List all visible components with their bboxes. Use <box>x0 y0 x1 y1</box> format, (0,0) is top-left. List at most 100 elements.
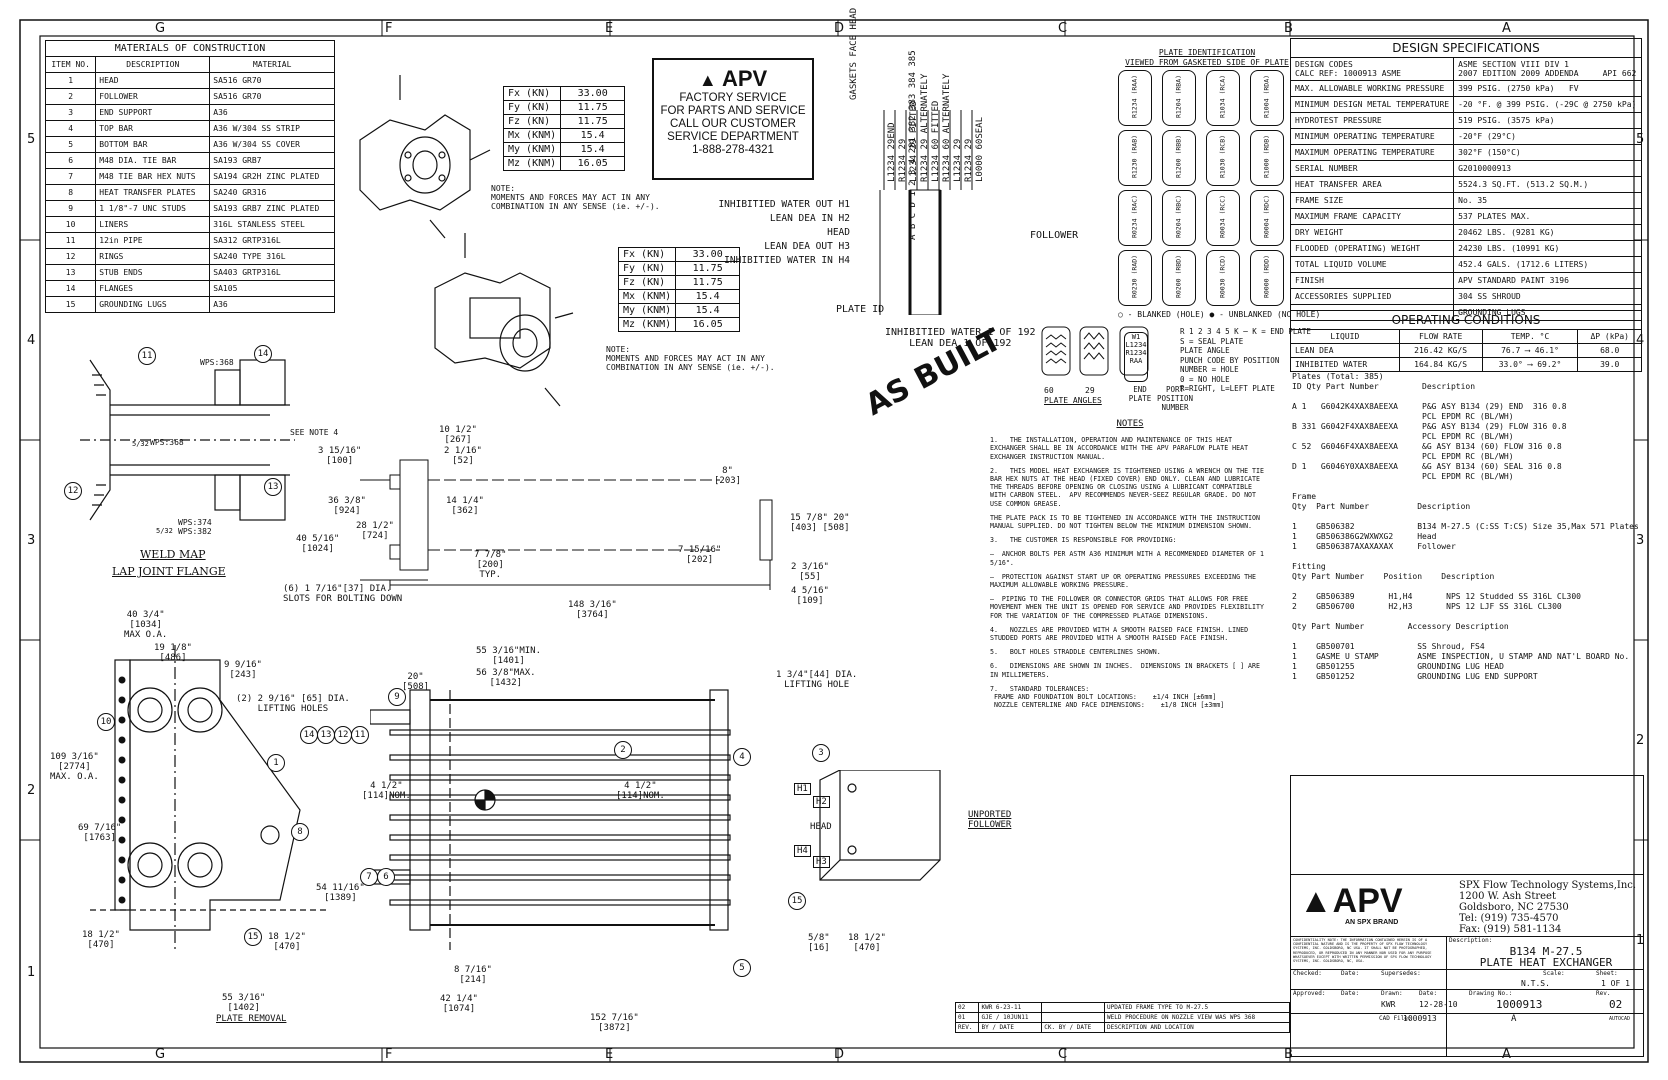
dim-7-15-16: 7 15/16" [202] <box>678 545 722 565</box>
plate-id-cell: R1030 (RCB) <box>1206 130 1240 186</box>
plate-pack-vertical-label: L1234 29END <box>887 122 897 182</box>
col-description: DESCRIPTION <box>95 56 211 73</box>
design-spec-value: 304 SS SHROUD <box>1453 288 1642 305</box>
plate-id-code: R1234 (RAA) <box>1130 74 1139 119</box>
zone-d-top: D <box>834 21 845 36</box>
design-spec-row: MINIMUM OPERATING TEMPERATURE-20°F (29°C… <box>1289 128 1642 145</box>
lap-joint-flange-title: LAP JOINT FLANGE <box>112 565 226 578</box>
materials-cell: SA240 GR316 <box>209 184 335 201</box>
autocad-label: AUTOCAD <box>1609 1016 1631 1022</box>
sheet-value: 1 OF 1 <box>1601 979 1630 988</box>
materials-cell: 15 <box>44 296 97 313</box>
plate-id-cell: R0200 (RBD) <box>1162 250 1196 306</box>
materials-cell: RINGS <box>95 248 211 265</box>
dim-28-1-2: 28 1/2" [724] <box>356 521 394 541</box>
plate-id-cell: R1204 (RBA) <box>1162 70 1196 126</box>
force-row: Fy (KN)11.75 <box>502 100 626 115</box>
dim-14-1-4: 14 1/4" [362] <box>446 496 484 516</box>
force-row: Fz (KN)11.75 <box>617 275 741 290</box>
materials-cell: HEAD <box>95 72 211 89</box>
plate-id-code: R0000 (RDD) <box>1262 254 1271 299</box>
balloon-14: 14 <box>300 726 318 744</box>
note-item: – PROTECTION AGAINST START UP OR OPERATI… <box>990 572 1260 590</box>
plate-identification-grid: R1234 (RAA)R1204 (RBA)R1034 (RCA)R1004 (… <box>1118 70 1298 310</box>
revision-header: REV. <box>954 1022 980 1033</box>
col-item: ITEM NO. <box>44 56 97 73</box>
zone-e-bottom: E <box>605 1047 614 1062</box>
wps-374: WPS:374 <box>178 518 212 527</box>
plate-pack-schematic <box>879 110 973 315</box>
balloon-2: 2 <box>614 741 632 759</box>
zone-a-top: A <box>1502 21 1511 36</box>
design-spec-label: FINISH <box>1289 272 1455 289</box>
follower-label: FOLLOWER <box>1030 230 1079 241</box>
dim-2-1-16: 2 1/16" [52] <box>444 446 482 466</box>
approved-date-label: Date: <box>1341 990 1360 997</box>
force-row: Fx (KN)33.00 <box>502 86 626 101</box>
balloon-11: 11 <box>351 726 369 744</box>
materials-cell: FLANGES <box>95 280 211 297</box>
design-spec-value: 519 PSIG. (3575 kPa) <box>1453 112 1642 129</box>
note-item: 2. THIS MODEL HEAT EXCHANGER IS TIGHTENE… <box>990 466 1268 508</box>
force-label: My (KNM) <box>502 142 562 157</box>
force-value: 15.4 <box>560 128 626 143</box>
wps-382: WPS:382 <box>178 527 212 536</box>
plate-id-cell: R0234 (RAC) <box>1118 190 1152 246</box>
operating-cell: 33.0° ⟶ 69.2° <box>1481 357 1579 372</box>
fillet-5-32-a: 5/32 <box>132 440 149 448</box>
dim-56-3-8-max: 56 3/8"MAX. [1432] <box>476 668 536 688</box>
dim-4-1-2-left: 4 1/2" [114]NOM. <box>362 781 411 801</box>
force-row: Fx (KN)33.00 <box>617 247 741 262</box>
plate-pack-vertical-label: R1234 60 ALTERNATELY <box>942 73 952 182</box>
force-label: Mx (KNM) <box>502 128 562 143</box>
revision-header: BY / DATE <box>978 1022 1043 1033</box>
note-item: 6. DIMENSIONS ARE SHOWN IN INCHES. DIMEN… <box>990 662 1264 679</box>
zone-c-top: C <box>1058 21 1068 36</box>
dim-2-3-16: 2 3/16" [55] <box>791 562 829 582</box>
plate-pack-vertical-label: L0000 60SEAL <box>975 116 985 182</box>
dim-19-1-8: 19 1/8" [486] <box>154 643 192 663</box>
cad-file-label: CAD File: <box>1379 1015 1412 1022</box>
design-spec-label: ACCESSORIES SUPPLIED <box>1289 288 1455 305</box>
dim-8: 8" [203] <box>714 466 742 486</box>
front-balloon-8: 8 <box>291 823 309 841</box>
plate-id-cell: R0204 (RBC) <box>1162 190 1196 246</box>
scale-label: Scale: <box>1543 970 1565 977</box>
materials-cell: SA312 GRTP316L <box>209 232 335 249</box>
operating-title: OPERATING CONDITIONS <box>1290 310 1642 330</box>
note-item: 3. THE CUSTOMER IS RESPONSIBLE FOR PROVI… <box>990 536 1177 545</box>
nozzle-isometric-bottom <box>434 233 574 407</box>
materials-cell: A36 W/304 SS STRIP <box>209 120 335 137</box>
apv-service-line: FOR PARTS AND SERVICE <box>660 105 806 117</box>
dim-15-7-8-20: 15 7/8" 20" [403] [508] <box>790 513 850 533</box>
col-material: MATERIAL <box>209 56 335 73</box>
force-row: My (KNM)15.4 <box>502 142 626 157</box>
punch-code-line: NUMBER = HOLE <box>1180 365 1239 374</box>
operating-cell: 39.0 <box>1577 357 1642 372</box>
design-spec-label: MAXIMUM OPERATING TEMPERATURE <box>1289 144 1455 161</box>
front-balloon-1: 1 <box>267 754 285 772</box>
force-value: 15.4 <box>675 289 741 304</box>
dim-4-5-16: 4 5/16" [109] <box>791 586 829 606</box>
revision-cell: 01 <box>954 1012 980 1023</box>
angle-29-label: 29 <box>1085 386 1095 395</box>
operating-cell: 68.0 <box>1577 343 1642 358</box>
plate-pack-port-label: LEAN DEA OUT H3 <box>764 241 850 252</box>
design-spec-value: -20°F (29°C) <box>1453 128 1642 145</box>
materials-cell: 13 <box>44 264 97 281</box>
